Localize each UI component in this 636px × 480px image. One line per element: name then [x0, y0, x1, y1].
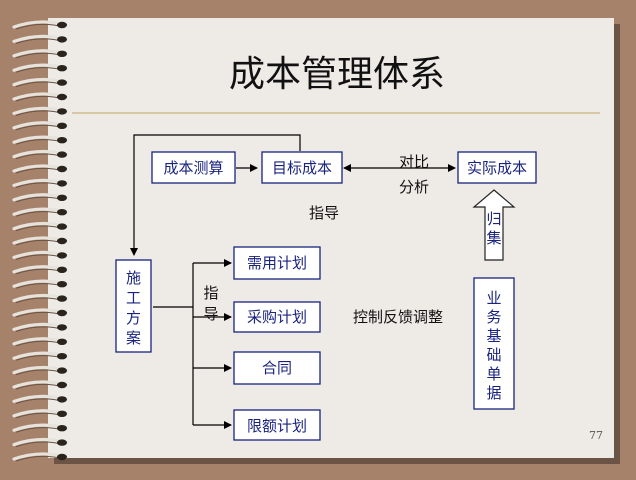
business-docs-char: 单: [486, 365, 501, 383]
binder-ring: [12, 106, 68, 116]
binder-ring: [12, 380, 68, 390]
node-procurement-plan-label: 采购计划: [247, 308, 307, 326]
construction-plan-char: 工: [126, 289, 141, 307]
node-cost-estimate: 成本测算: [151, 151, 236, 184]
construction-plan-char: 施: [126, 269, 141, 287]
node-target-cost-label: 目标成本: [272, 159, 332, 177]
binder-ring: [12, 78, 68, 88]
label-analyze: 分析: [399, 178, 429, 196]
node-business-docs: 业 务 基 础 单 据: [473, 277, 515, 410]
label-control-feedback: 控制反馈调整: [353, 308, 443, 326]
binder-ring: [12, 250, 68, 260]
page-number: 77: [589, 429, 603, 442]
binder-ring: [12, 193, 68, 203]
binder-ring: [12, 164, 68, 174]
binder-ring: [12, 178, 68, 188]
label-collect-1: 归: [486, 210, 501, 228]
construction-plan-char: 案: [126, 329, 141, 347]
business-docs-char: 础: [486, 346, 501, 364]
arrow-target-to-plan: [130, 134, 301, 256]
binder-rings: [12, 20, 68, 462]
label-collect-2: 集: [486, 229, 501, 247]
node-construction-plan: 施 工 方 案: [115, 259, 152, 353]
binder-ring: [12, 308, 68, 318]
collect-up-arrow: [472, 189, 516, 261]
node-cost-estimate-label: 成本测算: [163, 159, 223, 177]
label-guide-top: 指导: [309, 204, 339, 222]
binder-ring: [12, 322, 68, 332]
slide-background: [48, 18, 614, 458]
node-contract: 合同: [233, 351, 321, 385]
binder-ring: [12, 394, 68, 404]
node-actual-cost-label: 实际成本: [467, 159, 527, 177]
node-contract-label: 合同: [262, 359, 292, 377]
binder-ring: [12, 207, 68, 217]
business-docs-char: 业: [486, 289, 501, 307]
binder-ring: [12, 150, 68, 160]
binder-ring: [12, 63, 68, 73]
node-quota-plan-label: 限额计划: [247, 417, 307, 435]
binder-ring: [12, 221, 68, 232]
node-quota-plan: 限额计划: [233, 409, 321, 441]
binder-ring: [12, 351, 68, 361]
node-demand-plan-label: 需用计划: [247, 254, 307, 272]
label-guide-side-2: 导: [203, 305, 218, 323]
binder-ring: [12, 337, 68, 347]
binder-ring: [12, 423, 68, 433]
construction-plan-char: 方: [126, 309, 141, 327]
binder-ring: [12, 279, 68, 289]
binder-ring: [12, 92, 68, 102]
business-docs-char: 务: [486, 308, 501, 326]
binder-ring: [12, 135, 68, 145]
binder-ring: [12, 437, 68, 448]
binder-ring: [12, 265, 68, 275]
label-compare: 对比: [399, 153, 429, 171]
binder-ring: [12, 49, 68, 59]
business-docs-char: 据: [486, 384, 501, 402]
binder-ring: [12, 452, 68, 462]
node-actual-cost: 实际成本: [457, 151, 537, 184]
slide-title: 成本管理体系: [229, 54, 445, 95]
business-docs-char: 基: [486, 327, 501, 345]
binder-ring: [12, 365, 68, 376]
binder-ring: [12, 293, 68, 304]
node-demand-plan: 需用计划: [233, 246, 321, 280]
binder-ring: [12, 121, 68, 131]
node-procurement-plan: 采购计划: [233, 301, 321, 333]
binder-ring: [12, 409, 68, 419]
binder-ring: [12, 34, 68, 44]
binder-ring: [12, 20, 68, 30]
binder-ring: [12, 236, 68, 246]
node-target-cost: 目标成本: [261, 151, 343, 184]
label-guide-side-1: 指: [203, 284, 218, 302]
